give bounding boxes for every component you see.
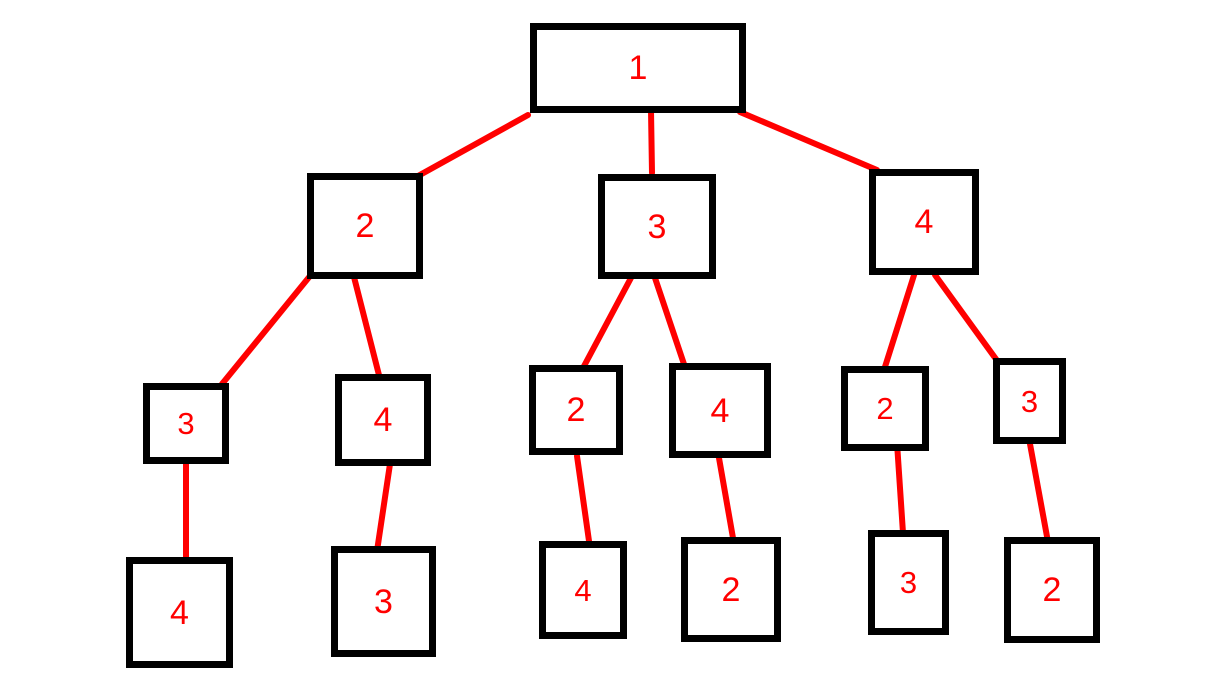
tree-edge xyxy=(1027,441,1051,545)
tree-node-n12[interactable]: 3 xyxy=(331,546,436,657)
tree-edge xyxy=(648,107,655,176)
tree-node-label: 3 xyxy=(1020,383,1039,419)
tree-node-n8[interactable]: 4 xyxy=(669,363,771,458)
tree-node-n14[interactable]: 2 xyxy=(681,537,781,642)
tree-node-label: 3 xyxy=(374,582,393,621)
tree-node-label: 1 xyxy=(628,49,648,87)
tree-edge xyxy=(574,453,592,544)
tree-node-n5[interactable]: 3 xyxy=(143,383,229,464)
tree-node-label: 3 xyxy=(647,207,667,246)
tree-node-label: 3 xyxy=(899,565,918,600)
tree-node-label: 2 xyxy=(355,207,375,245)
tree-edge xyxy=(374,461,393,554)
tree-node-n4[interactable]: 4 xyxy=(869,169,979,275)
tree-edge xyxy=(881,269,918,373)
tree-node-n11[interactable]: 4 xyxy=(126,557,233,668)
tree-edge xyxy=(894,440,906,536)
tree-node-label: 2 xyxy=(876,391,894,426)
tree-node-n2[interactable]: 2 xyxy=(307,173,423,279)
tree-node-label: 4 xyxy=(914,203,934,241)
tree-node-n9[interactable]: 2 xyxy=(841,366,929,451)
tree-node-n7[interactable]: 2 xyxy=(529,365,623,455)
tree-edge xyxy=(219,273,313,387)
tree-node-n1[interactable]: 1 xyxy=(530,23,746,113)
tree-node-n13[interactable]: 4 xyxy=(539,541,627,639)
tree-node-n16[interactable]: 2 xyxy=(1004,537,1100,643)
tree-node-n15[interactable]: 3 xyxy=(868,530,949,635)
tree-node-n10[interactable]: 3 xyxy=(993,358,1066,444)
tree-node-label: 2 xyxy=(1042,571,1062,609)
tree-edge xyxy=(932,272,1004,369)
tree-node-label: 4 xyxy=(373,401,393,439)
tree-node-label: 4 xyxy=(170,593,189,632)
tree-edge xyxy=(716,455,736,541)
tree-edge xyxy=(351,274,383,382)
tree-edge xyxy=(580,273,635,371)
tree-node-label: 2 xyxy=(566,391,586,429)
tree-node-n6[interactable]: 4 xyxy=(335,374,431,466)
tree-node-label: 4 xyxy=(574,572,592,608)
tree-node-n3[interactable]: 3 xyxy=(598,174,716,279)
tree-node-label: 4 xyxy=(710,391,730,430)
tree-node-label: 2 xyxy=(721,570,741,609)
tree-node-label: 3 xyxy=(177,406,195,441)
tree-edge xyxy=(415,112,531,179)
tree-edge xyxy=(737,109,880,173)
